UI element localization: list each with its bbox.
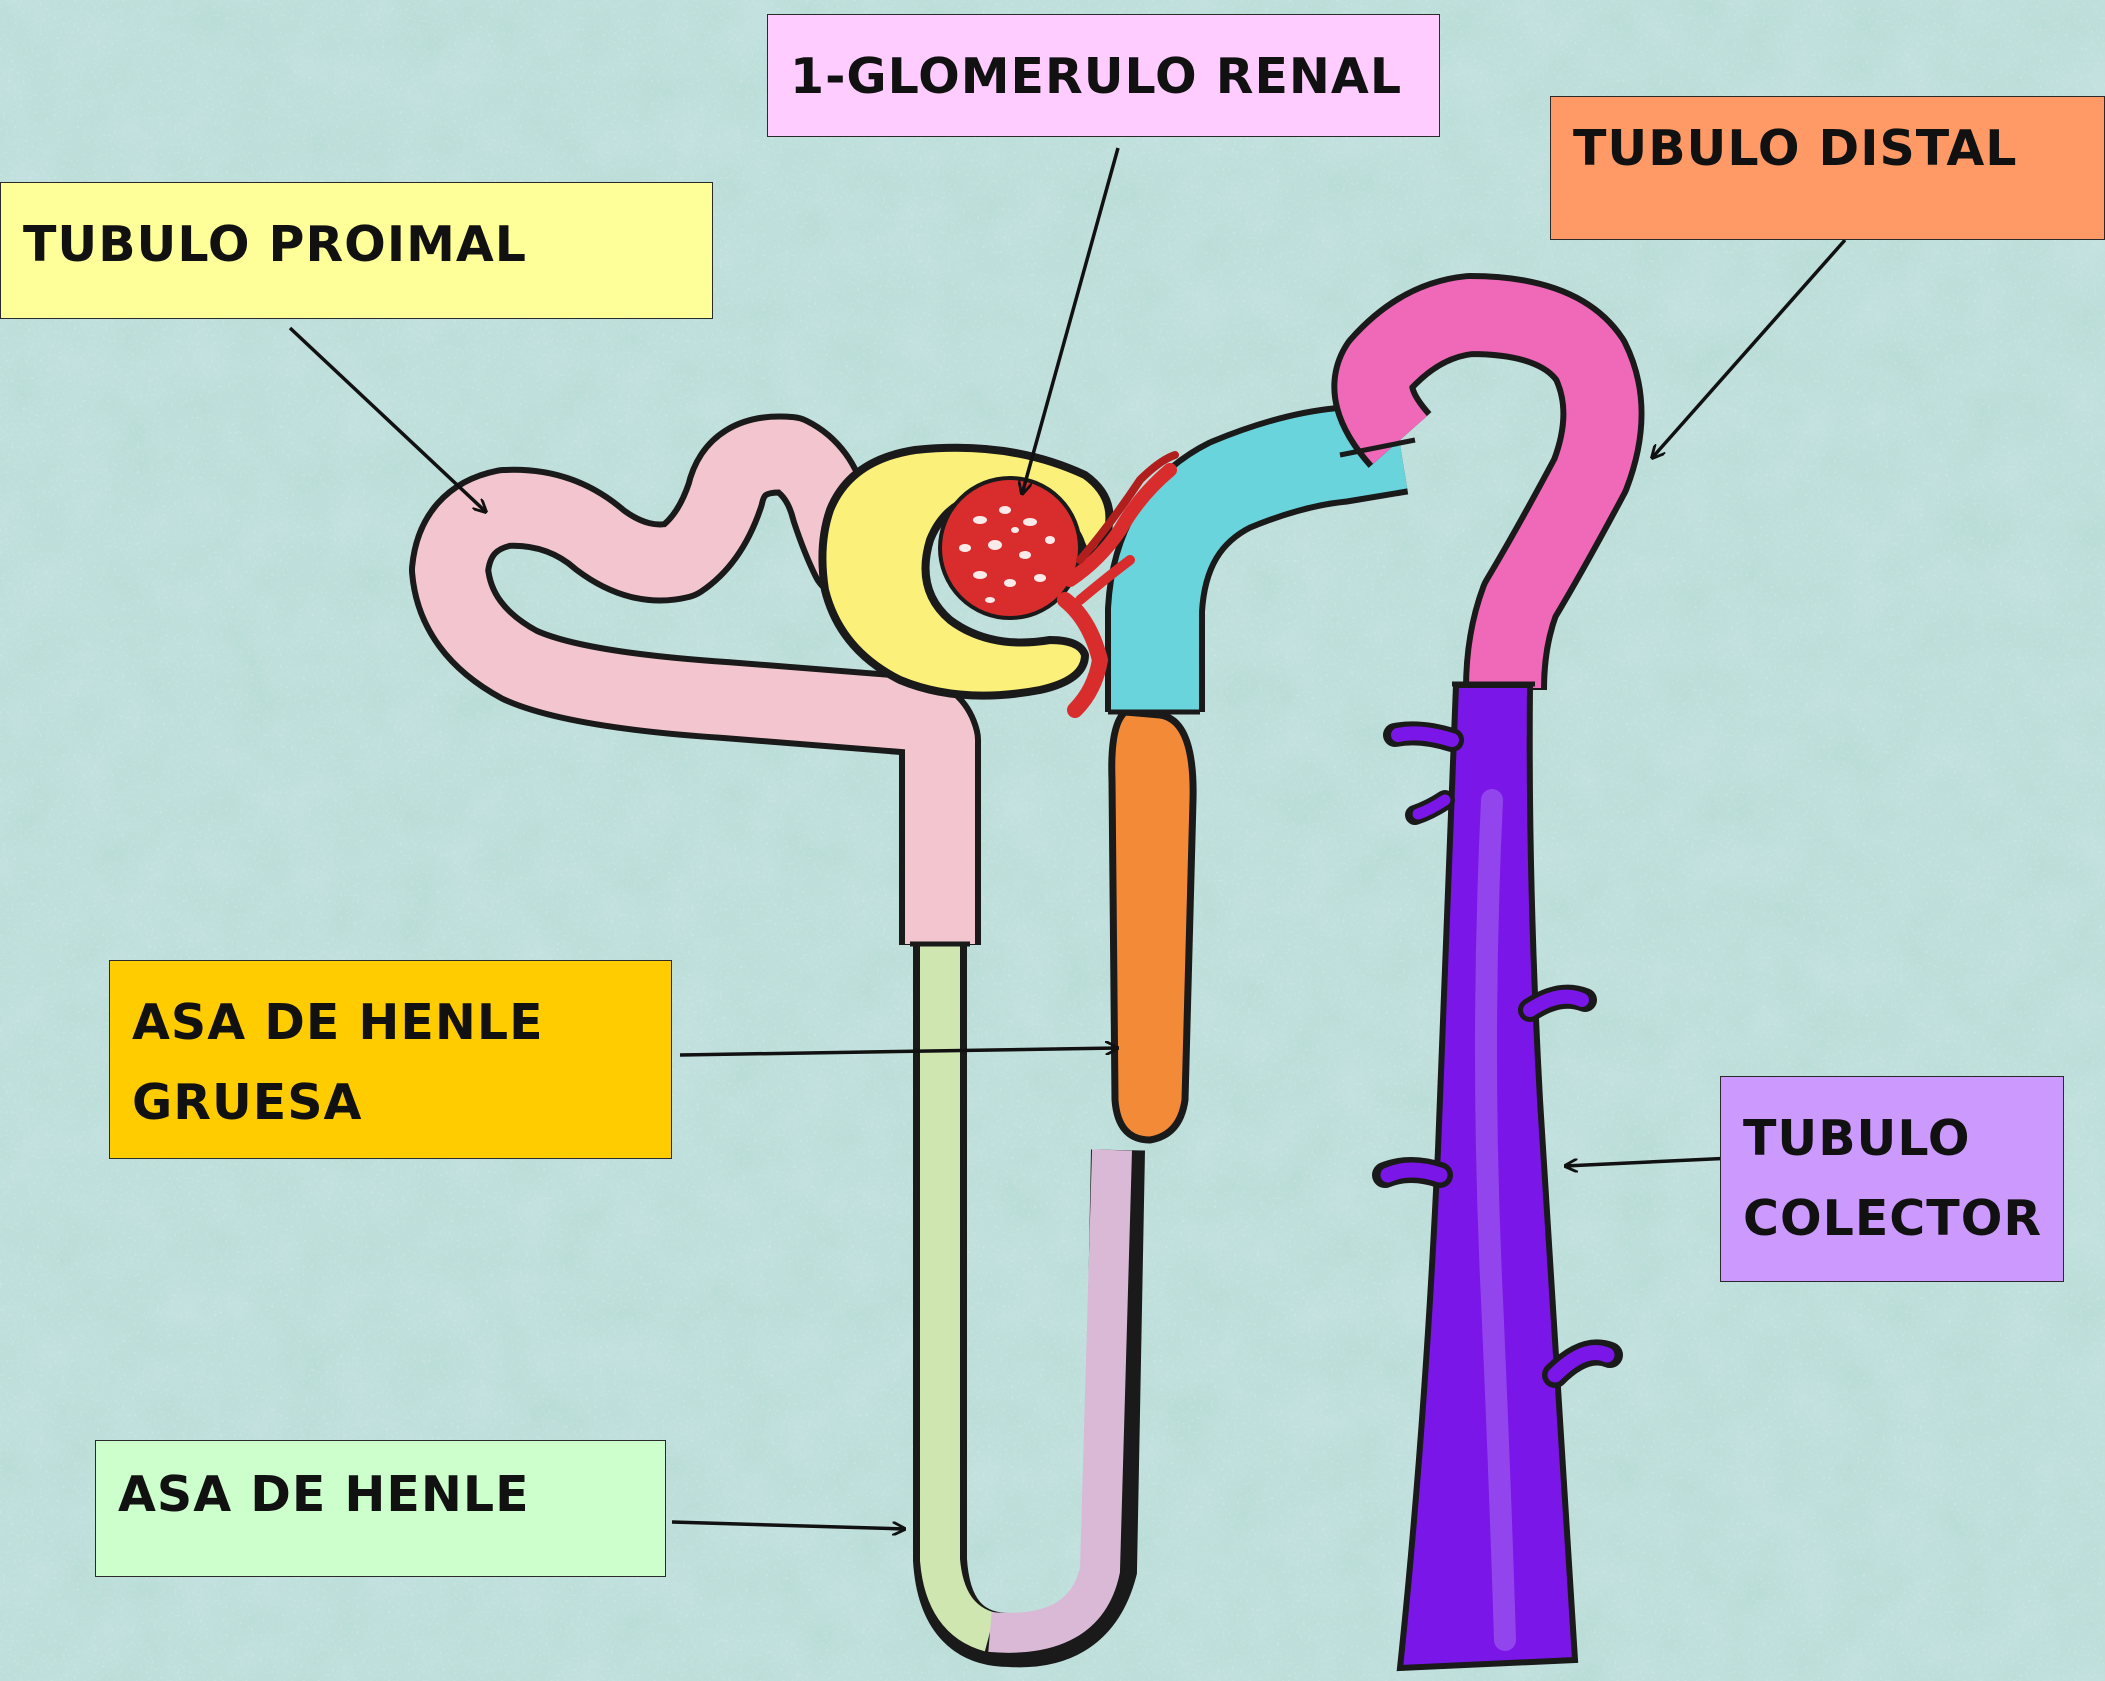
arrow-proximal <box>288 326 486 512</box>
label-colector-text-1: TUBULO <box>1743 1110 1971 1167</box>
label-colector-text-2: COLECTOR <box>1743 1190 2043 1247</box>
arrow-distal <box>1652 238 1847 458</box>
label-asa-henle: ASA DE HENLE <box>95 1440 666 1577</box>
label-distal-text: TUBULO DISTAL <box>1573 120 2018 177</box>
label-gruesa-text-2: GRUESA <box>132 1074 363 1131</box>
arterioles <box>1057 451 1179 718</box>
arrow-glomerulo <box>1022 147 1120 494</box>
segment-boundaries <box>910 437 1535 947</box>
henle-thick-ascending <box>1108 708 1197 1144</box>
arrow-gruesa <box>679 1048 1118 1057</box>
label-tubulo-distal: TUBULO DISTAL <box>1550 96 2105 240</box>
label-henle-text: ASA DE HENLE <box>118 1466 530 1523</box>
bowman-capsule <box>818 443 1114 700</box>
collecting-duct <box>1372 682 1623 1672</box>
label-asa-henle-gruesa: ASA DE HENLE GRUESA <box>109 960 672 1159</box>
pointer-arrows <box>288 147 1847 1529</box>
label-glomerulo-renal: 1-GLOMERULO RENAL <box>767 14 1440 137</box>
arrow-colector <box>1565 1156 1734 1166</box>
distal-tubule <box>1331 273 1645 691</box>
ascending-blue-segment <box>1105 395 1409 712</box>
proximal-tubule <box>409 413 981 945</box>
label-gruesa-text-1: ASA DE HENLE <box>132 994 544 1051</box>
label-tubulo-proximal: TUBULO PROIMAL <box>0 182 713 319</box>
label-tubulo-colector: TUBULO COLECTOR <box>1720 1076 2064 1282</box>
henle-thin-loop <box>913 945 1145 1668</box>
arrow-henle <box>671 1520 905 1529</box>
label-proximal-text: TUBULO PROIMAL <box>23 216 527 273</box>
glomerulus <box>938 476 1082 620</box>
label-glomerulo-text: 1-GLOMERULO RENAL <box>790 48 1403 105</box>
